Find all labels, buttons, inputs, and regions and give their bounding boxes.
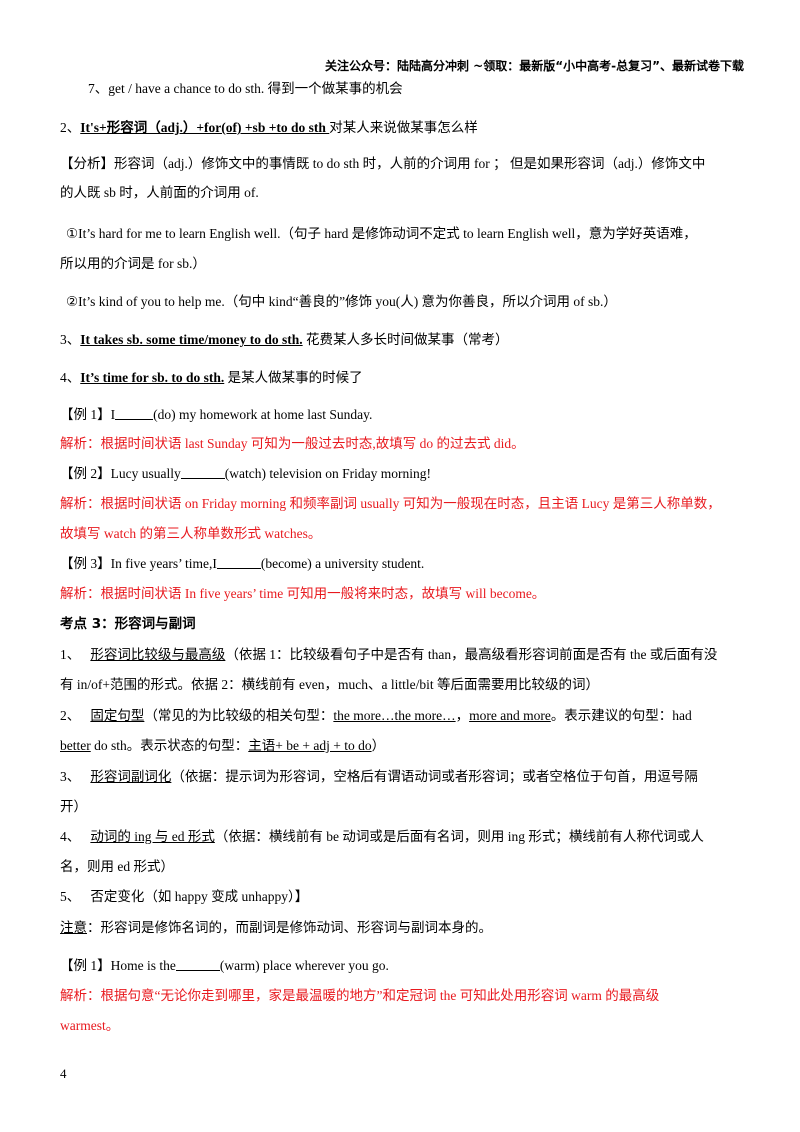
pattern-3-formula: It takes sb. some time/money to do sth. (80, 332, 303, 347)
point-1-cont: 有 in/of+范围的形式。依据 2：横线前有 even，much、a litt… (60, 677, 599, 692)
item-7: 7、get / have a chance to do sth. 得到一个做某事… (88, 81, 403, 96)
example-sentence-1-cont: 所以用的介词是 for sb.） (60, 256, 206, 271)
point-4-cont: 名，则用 ed 形式） (60, 859, 174, 874)
pattern-2-meaning: 对某人来说做某事怎么样 (329, 120, 478, 135)
example-sentence-2: ②It’s kind of you to help me.（句中 kind“善良… (66, 294, 617, 309)
pattern-3-num: 3、 (60, 332, 81, 347)
point-1: 1、 形容词比较级与最高级（依据 1：比较级看句子中是否有 than，最高级看形… (60, 647, 718, 662)
pattern-3: 3、It takes sb. some time/money to do sth… (60, 330, 754, 350)
pattern-4-meaning: 是某人做某事的时候了 (224, 370, 363, 385)
point-3-cont: 开） (60, 799, 87, 814)
answer-4-line-2: warmest。 (60, 1018, 120, 1033)
note: 注意：形容词是修饰名词的，而副词是修饰动词、形容词与副词本身的。 (60, 920, 492, 935)
answer-blank (175, 957, 220, 971)
pattern-4-num: 4、 (60, 370, 81, 385)
answer-2-line-2: 故填写 watch 的第三人称单数形式 watches。 (60, 526, 322, 541)
pattern-3-meaning: 花费某人多长时间做某事（常考） (302, 332, 509, 347)
point-2-cont: better do sth。表示状态的句型：主语+ be + adj + to … (60, 738, 386, 753)
answer-3: 解析：根据时间状语 In five years’ time 可知用一般将来时态，… (60, 586, 546, 601)
answer-blank (115, 406, 154, 420)
point-3: 3、 形容词副词化（依据：提示词为形容词，空格后有谓语动词或者形容词；或者空格位… (60, 769, 698, 784)
answer-blank (216, 555, 261, 569)
answer-1: 解析：根据时间状语 last Sunday 可知为一般过去时态,故填写 do 的… (60, 436, 525, 451)
pattern-2: 2、It's+形容词（adj.）+for(of) +sb +to do sth … (60, 118, 754, 138)
answer-4-line-1: 解析：根据句意“无论你走到哪里，家是最温暖的地方”和定冠词 the 可知此处用形… (60, 988, 660, 1003)
point-2: 2、 固定句型（常见的为比较级的相关句型：the more…the more…，… (60, 708, 692, 723)
example-4: 【例 1】Home is the(warm) place wherever yo… (60, 957, 389, 973)
answer-2-line-1: 解析：根据时间状语 on Friday morning 和频率副词 usuall… (60, 496, 721, 511)
page-header: 关注公众号：陆陆高分冲刺 ~领取：最新版“小中高考-总复习”、最新试卷下载 (325, 59, 744, 73)
example-sentence-1: ①It’s hard for me to learn English well.… (66, 226, 697, 241)
section-title: 考点 3：形容词与副词 (60, 616, 196, 632)
pattern-4: 4、It’s time for sb. to do sth. 是某人做某事的时候… (60, 368, 754, 388)
example-2: 【例 2】Lucy usually(watch) television on F… (60, 465, 431, 481)
answer-blank (180, 465, 225, 479)
point-4: 4、 动词的 ing 与 ed 形式（依据：横线前有 be 动词或是后面有名词，… (60, 829, 704, 844)
pattern-2-formula: It's+形容词（adj.）+for(of) +sb +to do sth (80, 120, 330, 135)
pattern-4-formula: It’s time for sb. to do sth. (80, 370, 225, 385)
analysis-line-2: 的人既 sb 时，人前面的介词用 of. (60, 185, 259, 200)
point-5: 5、 否定变化（如 happy 变成 unhappy）】 (60, 889, 309, 904)
example-1: 【例 1】I(do) my homework at home last Sund… (60, 406, 373, 422)
page-number: 4 (60, 1066, 67, 1081)
example-3: 【例 3】In five years’ time,I(become) a uni… (60, 555, 425, 571)
pattern-2-num: 2、 (60, 120, 81, 135)
analysis-line-1: 【分析】形容词（adj.）修饰文中的事情既 to do sth 时，人前的介词用… (60, 156, 706, 171)
